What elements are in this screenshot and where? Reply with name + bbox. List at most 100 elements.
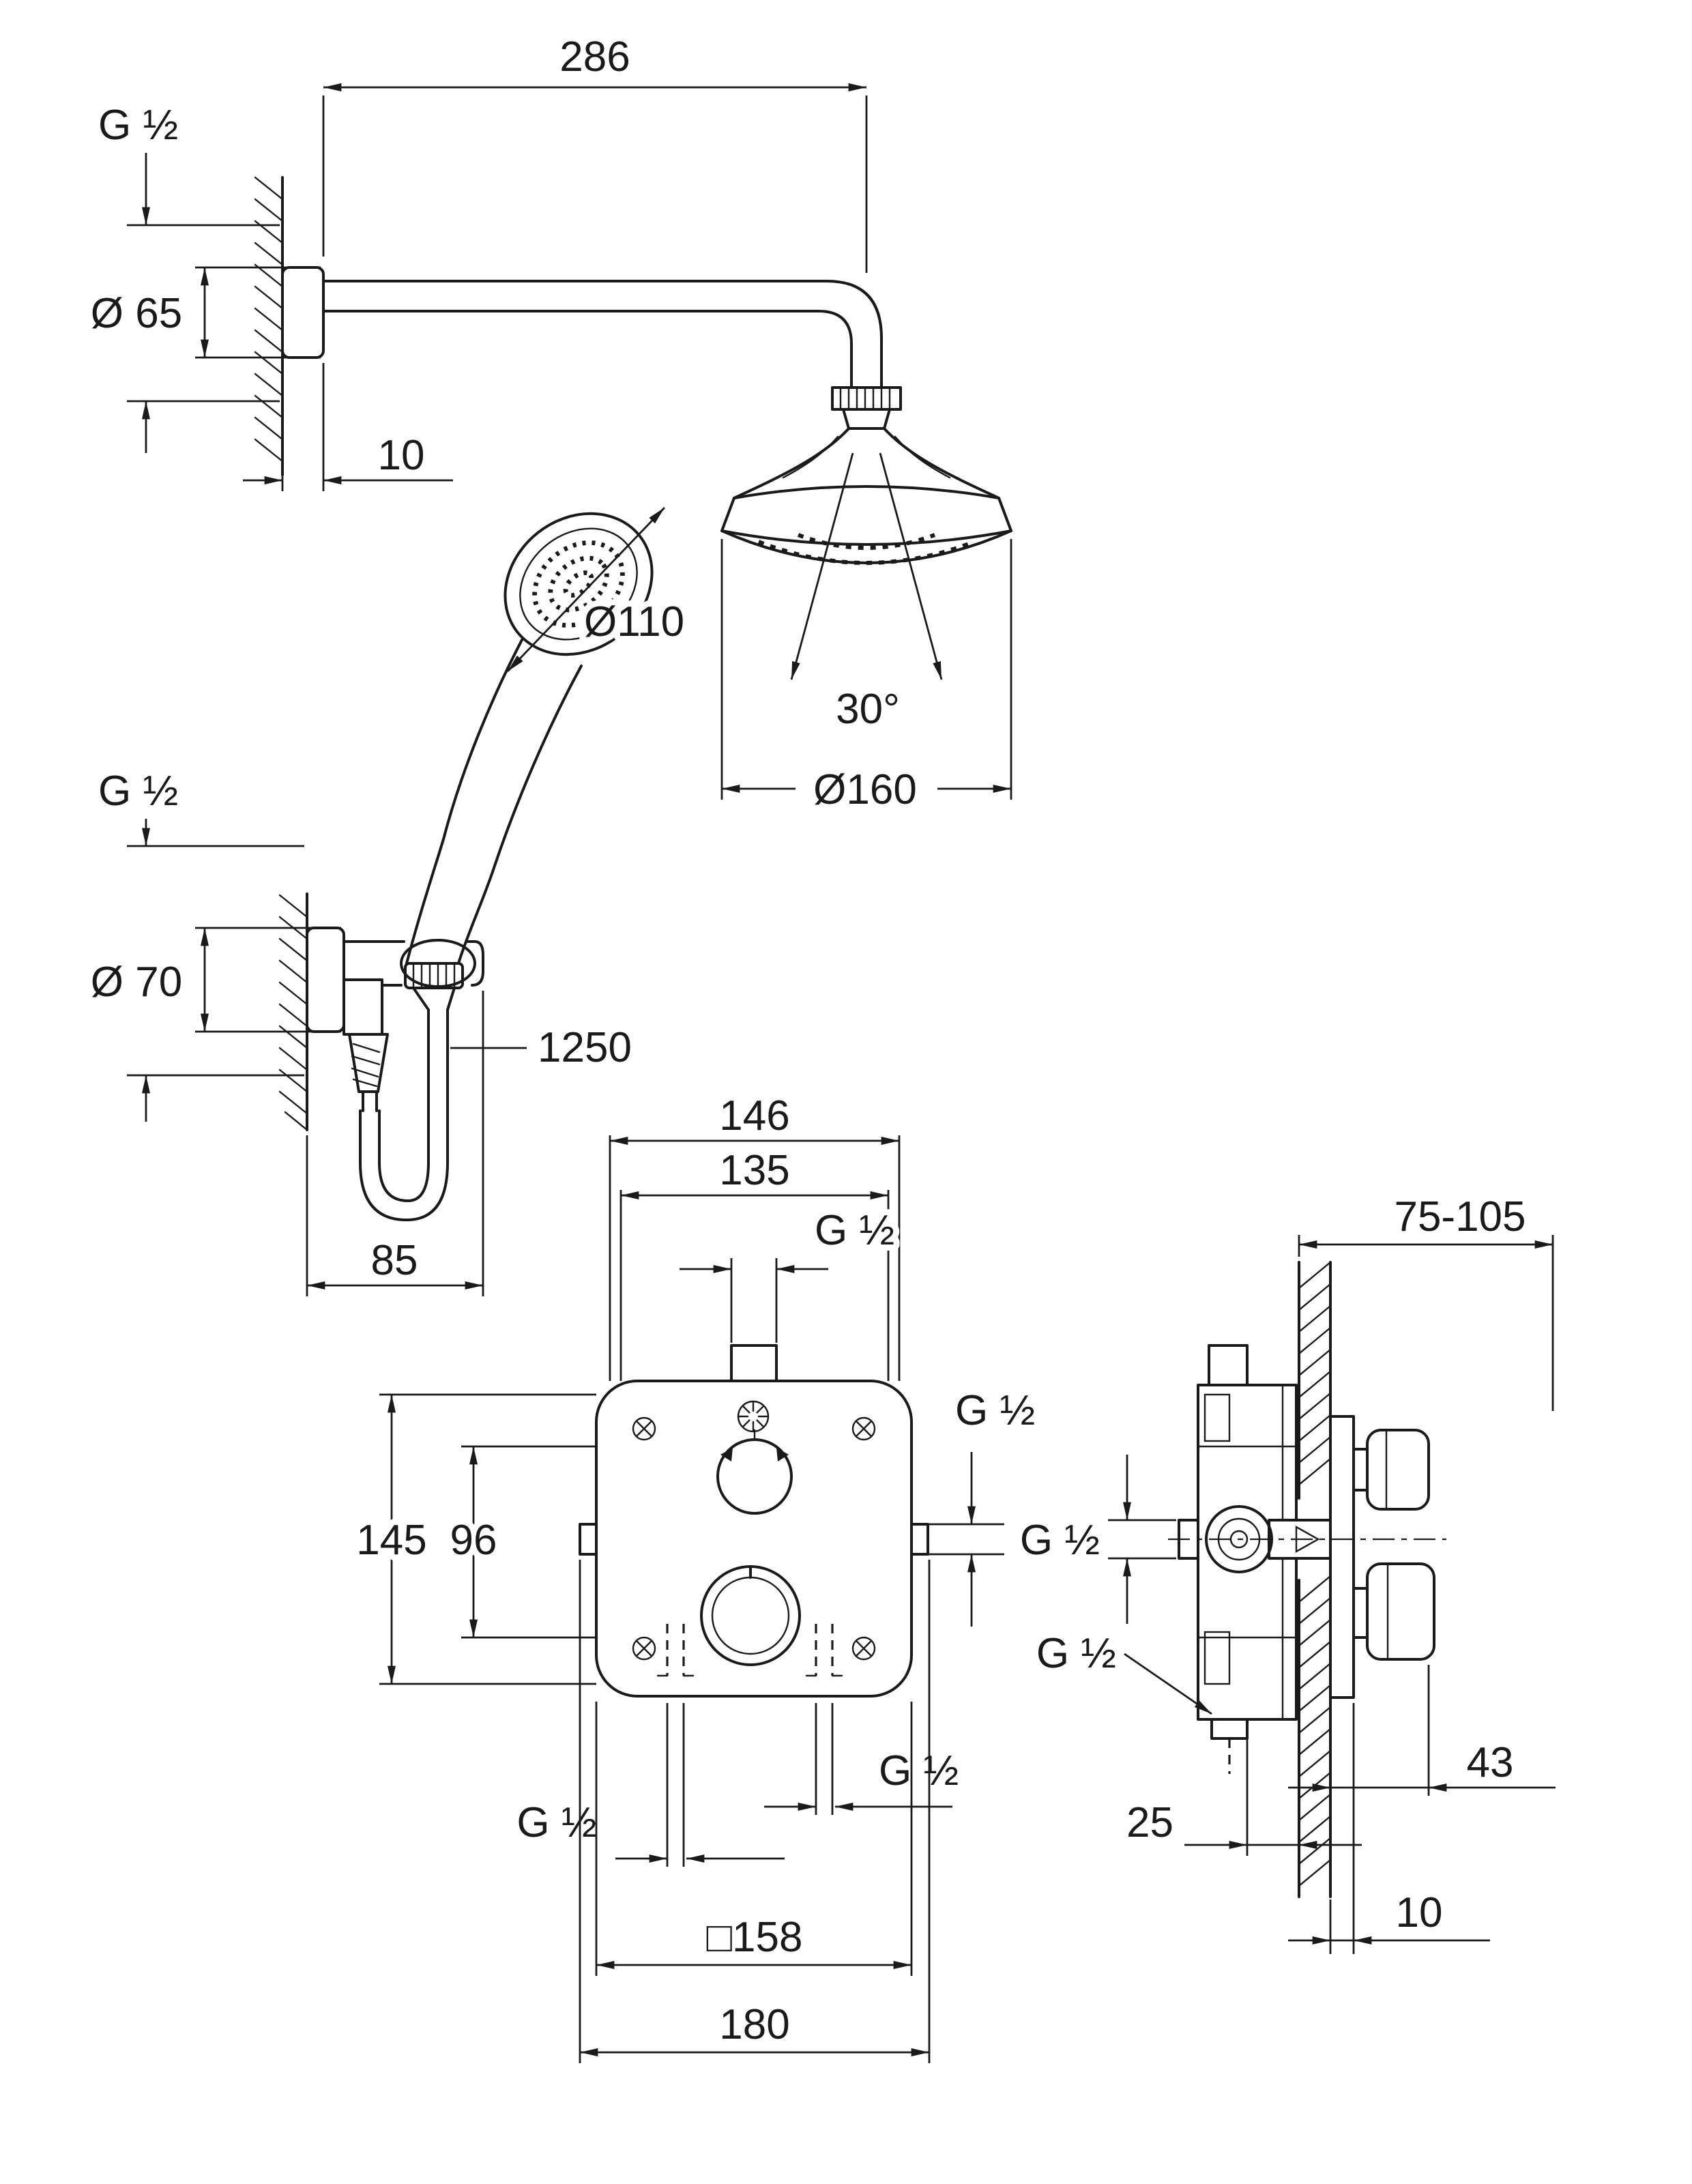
- arm-escutcheon: [281, 266, 325, 359]
- mixer-side-view: [1168, 1261, 1446, 1898]
- dim-height-96: 96: [450, 1517, 497, 1564]
- ext-g12-front-br: [815, 1703, 834, 1815]
- wall-hatch-side-lower: [1298, 1575, 1332, 1887]
- ext-135: [619, 1190, 890, 1381]
- dim-head-dia: Ø160: [813, 766, 917, 813]
- dim-width-135: 135: [719, 1147, 789, 1194]
- holder-dimensions: Ø110 G ½ Ø 70 1250 85: [85, 507, 690, 1296]
- dim-hand-dia: Ø110: [584, 598, 684, 645]
- dim-spray-angle: 30°: [836, 686, 900, 733]
- handle-hose-taper: [412, 987, 456, 1011]
- dim-depth-range: 75-105: [1394, 1193, 1526, 1240]
- leader-g12-outlet: [1124, 1652, 1212, 1715]
- head-collar: [842, 408, 891, 430]
- head-nozzle-rings: [757, 533, 976, 565]
- ext-10-side: [1329, 1703, 1355, 1954]
- bottom-port-side: [1210, 1718, 1249, 1740]
- outlet-stub: [362, 1090, 378, 1112]
- hand-shower-face-outer: [504, 512, 654, 656]
- head-rim: [720, 485, 1012, 546]
- shower-hose: [359, 1008, 449, 1221]
- top-connection-stub: [730, 1344, 778, 1382]
- ext-158: [595, 1702, 913, 1976]
- dim-hose-length: 1250: [538, 1024, 632, 1071]
- trim-plate: [1329, 1415, 1355, 1699]
- box-internal-lower: [1204, 1631, 1231, 1685]
- top-rosette-petals: [738, 1401, 768, 1431]
- outlet-cone-knurl: [351, 1043, 381, 1088]
- arm-nut-knurl: [839, 386, 891, 411]
- dim-height-145: 145: [356, 1517, 426, 1564]
- wall-hatch-top: [254, 176, 284, 463]
- head-shower-dimensions: 286 G ½ Ø 65 10 30° Ø160: [85, 27, 1012, 819]
- top-rosette: [737, 1400, 770, 1433]
- dial-arrow-left: [720, 1448, 733, 1461]
- corner-screw: [851, 1416, 876, 1441]
- wall-hatch-holder: [278, 894, 308, 1131]
- box-internal-upper: [1204, 1393, 1231, 1442]
- dim-thread-front-bottom-right: G ½: [879, 1747, 959, 1794]
- mixer-front-dimensions: 146 135 G ½ G ½ 145 96 G ½ G ½ □158 180: [350, 1086, 1041, 2063]
- dim-holder-width: 85: [371, 1237, 418, 1284]
- dim-flange-offset: 10: [378, 432, 425, 479]
- side-tab-right: [910, 1523, 929, 1556]
- dim-holder-flange-dia: Ø 70: [91, 959, 182, 1006]
- ext-g12-front-right: [917, 1523, 1004, 1556]
- ext-96: [461, 1445, 596, 1639]
- wall-lines-side: [1298, 1261, 1332, 1898]
- ext-g12-holder: [127, 845, 341, 1077]
- dim-offset-25: 25: [1126, 1799, 1173, 1846]
- bottom-port-hidden-lines: [666, 1624, 834, 1676]
- mixer-front-view: [579, 1344, 929, 1698]
- head-spray-face: [720, 529, 1012, 564]
- corner-screw: [632, 1636, 656, 1661]
- ext-g12-front-bl: [666, 1703, 685, 1867]
- dial-arrow-right: [776, 1448, 789, 1461]
- dim-thread-front-right: G ½: [955, 1387, 1035, 1434]
- dim-width-146: 146: [719, 1092, 789, 1139]
- spray-angle-line-right: [879, 452, 943, 680]
- ext-g12-side-inlet: [1108, 1519, 1176, 1560]
- wall-holder: [278, 892, 484, 1221]
- top-stub-side: [1208, 1344, 1249, 1386]
- dimline-110: [506, 507, 666, 672]
- dim-handle-depth-43: 43: [1467, 1739, 1514, 1786]
- ext-85: [306, 991, 484, 1296]
- dim-wall-thread-top: G ½: [98, 102, 178, 149]
- volume-knob-side: [1366, 1562, 1435, 1661]
- dim-thread-front-bottom-left: G ½: [516, 1799, 596, 1846]
- dim-plate-thickness-10: 10: [1396, 1889, 1443, 1936]
- side-tab-left: [579, 1523, 598, 1556]
- knob-stem-lower: [1352, 1587, 1369, 1639]
- dim-thread-side-outlet: G ½: [1036, 1630, 1116, 1677]
- dim-thread-side-inlet: G ½: [1020, 1517, 1100, 1564]
- holder-escutcheon: [306, 927, 345, 1033]
- ext-75-105: [1298, 1235, 1554, 1411]
- temperature-knob-side: [1366, 1429, 1430, 1511]
- dim-square-158: □158: [707, 1914, 803, 1961]
- handle-nut-knurl: [412, 962, 456, 989]
- ext-g12-front-top: [730, 1258, 778, 1343]
- ext-g12-top: [127, 224, 321, 403]
- corner-screw: [851, 1636, 876, 1661]
- ext-146: [609, 1135, 901, 1381]
- mixer-side-dimensions: 75-105 G ½ G ½ 25 43 10: [1014, 1187, 1556, 1954]
- shower-arm: [322, 280, 883, 389]
- ext-160: [720, 539, 1012, 800]
- dim-holder-thread: G ½: [98, 768, 178, 815]
- ext-180: [579, 1560, 931, 2063]
- hand-shower-handle: [405, 637, 583, 965]
- head-bell: [733, 427, 1000, 499]
- wall-hatch-side-upper: [1298, 1261, 1332, 1486]
- dim-flange-dia-65: Ø 65: [91, 290, 182, 337]
- outlet-body: [342, 978, 383, 1036]
- head-bell-inner: [782, 435, 951, 479]
- corner-screw: [632, 1416, 656, 1441]
- ext-286: [322, 96, 868, 273]
- ext-145: [379, 1393, 596, 1685]
- knob-stem-upper: [1352, 1448, 1369, 1491]
- dim-arm-length: 286: [559, 33, 630, 81]
- corner-screw-crosses: [636, 1421, 872, 1657]
